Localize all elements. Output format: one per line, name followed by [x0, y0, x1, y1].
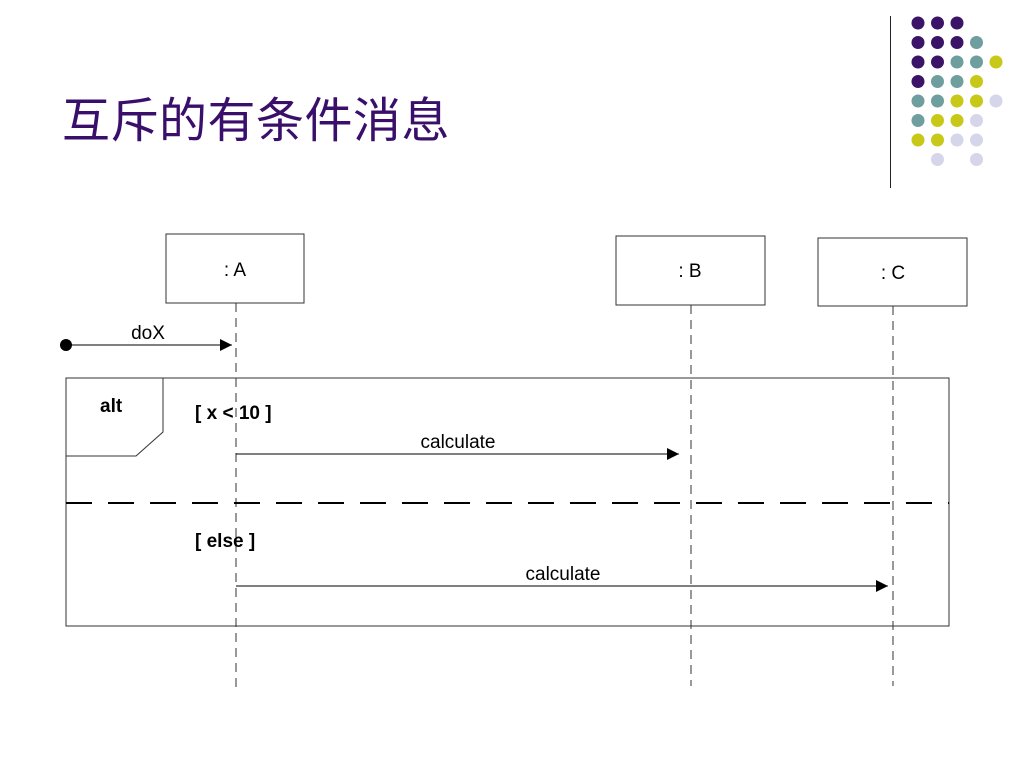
decorative-dot: [970, 36, 983, 49]
decorative-dot: [931, 153, 944, 166]
lifeline-c: : C: [817, 237, 968, 686]
decorative-dot: [931, 55, 944, 69]
operand-2-guard: [ else ]: [195, 531, 255, 552]
decorative-dot: [970, 133, 983, 147]
decorative-dot: [911, 16, 925, 30]
decorative-dot-grid: [911, 16, 1003, 166]
lifeline-b-label: : B: [678, 261, 701, 282]
lifeline-a-box: [165, 233, 305, 304]
lifeline-c-label: : C: [881, 263, 905, 284]
decorative-dot: [931, 16, 944, 30]
decorative-dot: [950, 75, 964, 88]
decorative-dot: [931, 36, 944, 49]
decorative-dot: [911, 114, 925, 127]
decorative-dot: [950, 133, 964, 147]
alt-fragment: alt [ x < 10 ] calculate [ else ] calcul…: [65, 377, 950, 627]
decorative-dot: [950, 55, 964, 69]
decorative-dot: [950, 36, 964, 49]
decorative-dot: [950, 114, 964, 127]
decorative-dot: [911, 94, 925, 108]
decorative-dot: [970, 94, 983, 108]
decorative-dot: [970, 114, 983, 127]
decorative-dot: [931, 94, 944, 108]
decorative-dot: [931, 133, 944, 147]
decorative-dot: [989, 94, 1003, 108]
lifeline-b-box: [615, 235, 766, 306]
decorative-dot: [911, 55, 925, 69]
operand-1-message-label: calculate: [421, 432, 496, 453]
decorative-dot: [950, 16, 964, 30]
alt-fragment-operator-tab: [66, 378, 164, 457]
decorative-dot: [911, 36, 925, 49]
decorative-dot: [911, 75, 925, 88]
lifeline-b: : B: [615, 235, 766, 686]
decorative-dot: [989, 55, 1003, 69]
lifeline-a: : A: [165, 233, 305, 688]
title-divider-line: [890, 16, 891, 188]
operand-1-guard: [ x < 10 ]: [195, 403, 272, 424]
found-message-label: doX: [131, 323, 165, 344]
alt-fragment-operator-label: alt: [100, 396, 123, 417]
decorative-dot: [970, 55, 983, 69]
decorative-dot: [970, 75, 983, 88]
found-message-dox: doX: [60, 323, 232, 351]
decorative-dot: [911, 133, 925, 147]
decorative-dot: [931, 75, 944, 88]
lifeline-c-box: [817, 237, 968, 307]
slide-title: 互斥的有条件消息: [62, 93, 451, 149]
operand-2-message-label: calculate: [526, 564, 601, 585]
decorative-dot: [950, 94, 964, 108]
lifeline-a-label: : A: [224, 260, 247, 281]
decorative-dot: [931, 114, 944, 127]
decorative-dot: [970, 153, 983, 166]
